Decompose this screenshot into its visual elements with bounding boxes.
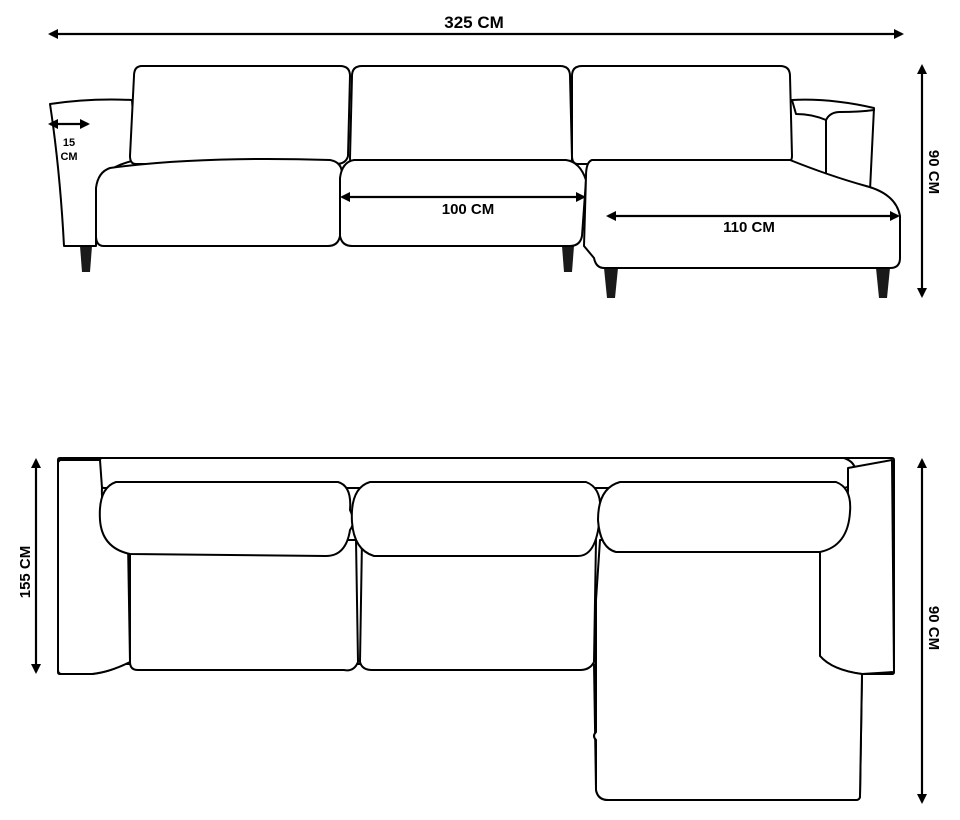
top-seat-base-left <box>129 539 359 672</box>
back-cushion-middle <box>349 65 573 167</box>
top-back-cushion-middle <box>350 481 602 557</box>
overall-width-label: 325 CM <box>444 13 504 32</box>
top-chaise-base <box>593 539 863 801</box>
front-view <box>49 65 901 298</box>
dimension-front-height: 90 CM <box>917 64 942 298</box>
front-height-label: 90 CM <box>925 150 942 194</box>
dimension-seat-width: 100 CM <box>340 192 586 218</box>
seat-cushion-left <box>95 158 343 247</box>
top-view <box>57 457 895 801</box>
seat-cushion-middle <box>339 159 587 247</box>
dimension-chaise-width: 110 CM <box>606 211 900 236</box>
dimension-arm-width: 15 CM <box>48 119 90 163</box>
arm-width-unit: CM <box>60 151 77 163</box>
top-seat-base-middle <box>359 539 597 671</box>
chaise-width-label: 110 CM <box>723 219 775 236</box>
back-cushion-left <box>129 65 351 165</box>
top-back-cushion-right <box>597 481 852 553</box>
leg-front-chaise-right <box>876 268 890 298</box>
arm-width-value: 15 <box>63 137 75 149</box>
dimension-top-right-depth: 90 CM <box>917 458 942 804</box>
right-arm-edge <box>825 109 875 121</box>
leg-front-left <box>80 246 92 272</box>
leg-front-middle <box>562 246 574 272</box>
leg-front-chaise-left <box>604 268 618 298</box>
dimension-overall-width: 325 CM <box>48 13 904 39</box>
seat-width-label: 100 CM <box>442 201 495 218</box>
back-cushion-right <box>571 65 793 165</box>
dimension-top-depth: 155 CM <box>17 458 41 674</box>
top-right-depth-label: 90 CM <box>925 606 942 650</box>
top-back-cushion-left <box>98 481 354 557</box>
top-depth-label: 155 CM <box>17 546 34 599</box>
